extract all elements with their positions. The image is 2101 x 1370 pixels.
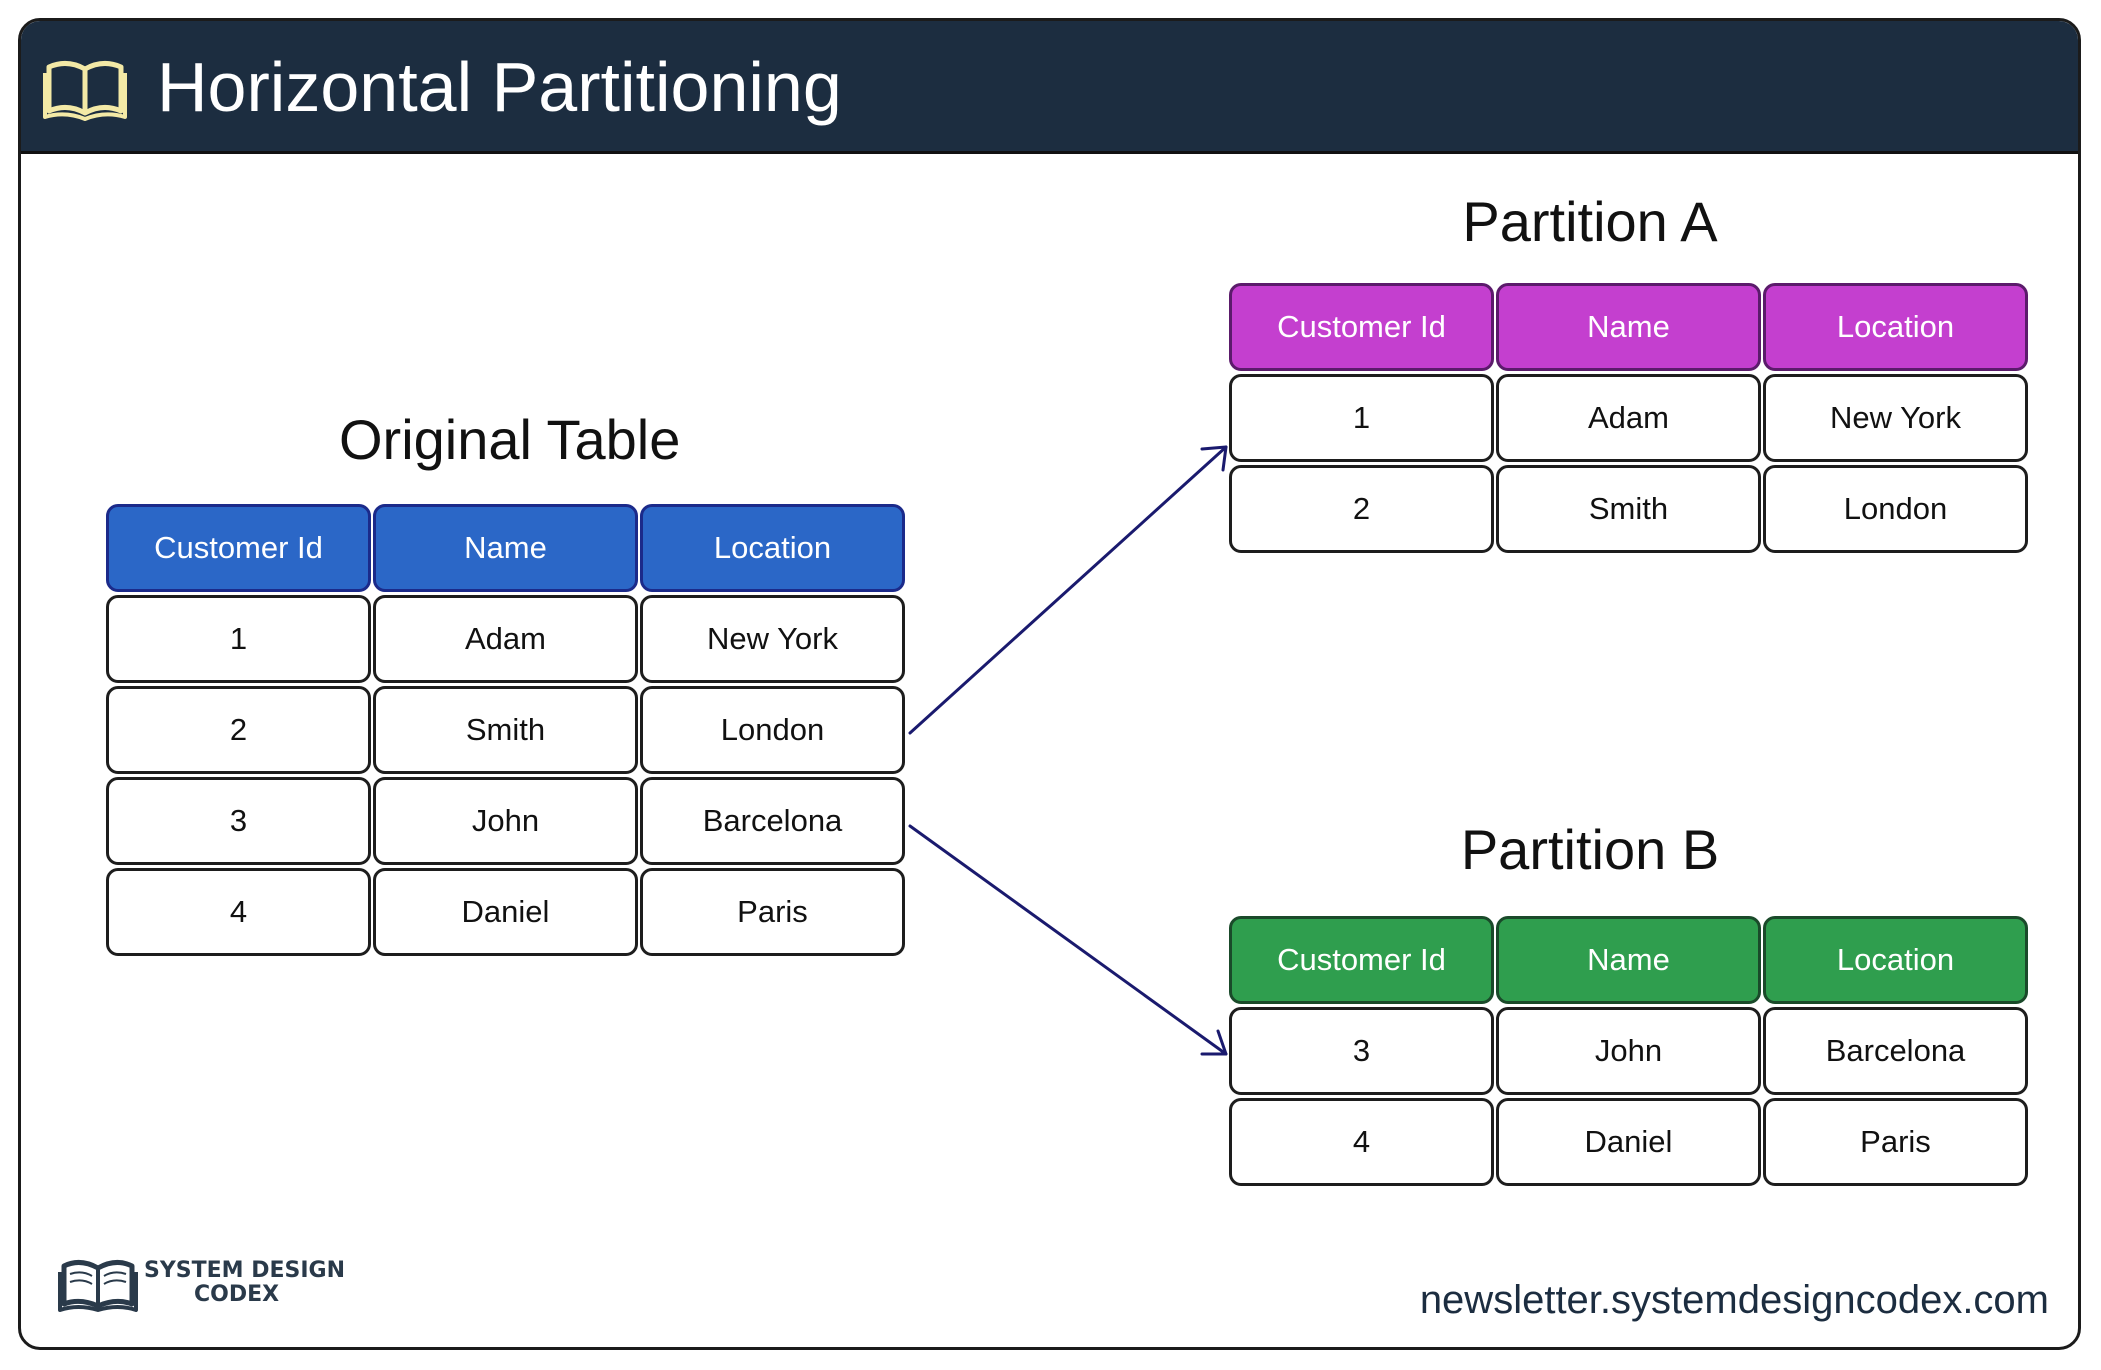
table-cell: New York xyxy=(1763,374,2028,462)
table-cell: John xyxy=(1496,1007,1761,1095)
table-cell: Paris xyxy=(640,868,905,956)
table-cell: 3 xyxy=(1229,1007,1494,1095)
partition-b-title: Partition B xyxy=(1460,818,1720,881)
header-cell-customer-id: Customer Id xyxy=(106,504,371,592)
header-bar: Horizontal Partitioning xyxy=(21,21,2078,154)
table-cell: Adam xyxy=(373,595,638,683)
table-cell: Smith xyxy=(1496,465,1761,553)
header-cell-location: Location xyxy=(1763,916,2028,1004)
logo-text-line2: CODEX xyxy=(194,1282,280,1307)
header-cell-name: Name xyxy=(373,504,638,592)
system-design-codex-logo: SYSTEM DESIGN CODEX xyxy=(58,1254,348,1314)
book-logo-icon xyxy=(58,1260,138,1312)
header-cell-location: Location xyxy=(1763,283,2028,371)
partition-a-title: Partition A xyxy=(1462,190,1718,253)
table-cell: 1 xyxy=(1229,374,1494,462)
table-cell: 4 xyxy=(106,868,371,956)
original-table-title: Original Table xyxy=(339,408,681,471)
table-cell: Barcelona xyxy=(640,777,905,865)
table-cell: Daniel xyxy=(373,868,638,956)
table-cell: 2 xyxy=(106,686,371,774)
table-cell: Barcelona xyxy=(1763,1007,2028,1095)
header-cell-location: Location xyxy=(640,504,905,592)
book-icon xyxy=(43,61,127,121)
diagram-card: Horizontal Partitioning xyxy=(18,18,2081,1350)
page-title: Horizontal Partitioning xyxy=(157,48,842,126)
header-cell-name: Name xyxy=(1496,283,1761,371)
table-cell: London xyxy=(640,686,905,774)
table-cell: John xyxy=(373,777,638,865)
table-cell: Daniel xyxy=(1496,1098,1761,1186)
table-cell: Adam xyxy=(1496,374,1761,462)
header-cell-name: Name xyxy=(1496,916,1761,1004)
table-cell: Smith xyxy=(373,686,638,774)
table-cell: 3 xyxy=(106,777,371,865)
header-cell-customer-id: Customer Id xyxy=(1229,283,1494,371)
table-cell: New York xyxy=(640,595,905,683)
header-cell-customer-id: Customer Id xyxy=(1229,916,1494,1004)
table-cell: 1 xyxy=(106,595,371,683)
table-cell: 4 xyxy=(1229,1098,1494,1186)
logo-text-line1: SYSTEM DESIGN xyxy=(144,1258,345,1283)
table-cell: 2 xyxy=(1229,465,1494,553)
table-cell: London xyxy=(1763,465,2028,553)
table-cell: Paris xyxy=(1763,1098,2028,1186)
newsletter-url[interactable]: newsletter.systemdesigncodex.com xyxy=(1419,1278,2049,1322)
